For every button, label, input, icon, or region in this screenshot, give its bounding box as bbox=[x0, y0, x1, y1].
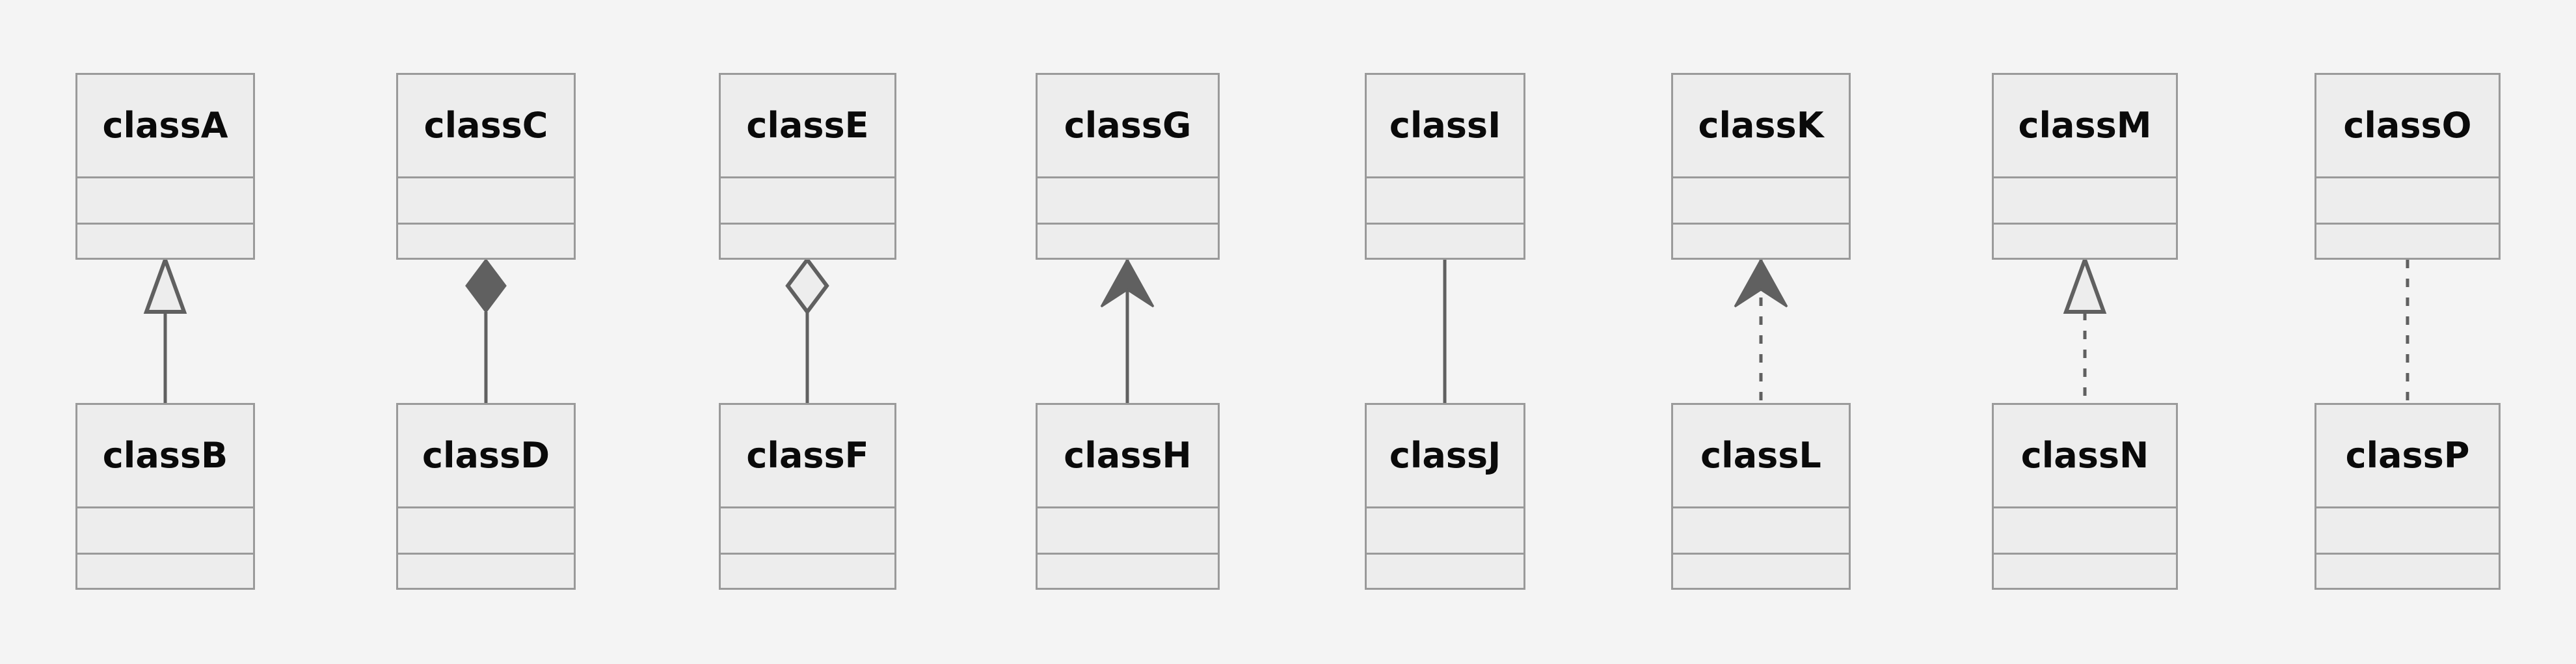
class-name-compartment: classJ bbox=[1367, 405, 1523, 508]
class-name-compartment: classM bbox=[1994, 75, 2176, 178]
class-attributes-compartment bbox=[1367, 178, 1523, 225]
class-operations-compartment bbox=[1673, 555, 1849, 588]
class-attributes-compartment bbox=[721, 508, 894, 555]
class-attributes-compartment bbox=[77, 508, 253, 555]
class-attributes-compartment bbox=[398, 508, 574, 555]
uml-class-box-classd[interactable]: classD bbox=[396, 403, 576, 590]
uml-class-box-classh[interactable]: classH bbox=[1036, 403, 1220, 590]
class-attributes-compartment bbox=[1673, 508, 1849, 555]
uml-class-box-classp[interactable]: classP bbox=[2314, 403, 2501, 590]
class-name-label-classj: classJ bbox=[1389, 435, 1501, 476]
class-name-label-classh: classH bbox=[1064, 435, 1192, 476]
class-operations-compartment bbox=[2316, 225, 2499, 258]
class-name-label-classi: classI bbox=[1389, 105, 1501, 146]
class-attributes-compartment bbox=[398, 178, 574, 225]
class-name-compartment: classD bbox=[398, 405, 574, 508]
class-name-compartment: classK bbox=[1673, 75, 1849, 178]
class-attributes-compartment bbox=[2316, 508, 2499, 555]
class-attributes-compartment bbox=[1673, 178, 1849, 225]
uml-class-box-classj[interactable]: classJ bbox=[1365, 403, 1525, 590]
filled-arrow-marker-icon bbox=[1734, 257, 1788, 308]
uml-class-box-classl[interactable]: classL bbox=[1671, 403, 1851, 590]
uml-class-box-classb[interactable]: classB bbox=[75, 403, 255, 590]
hollow-diamond-marker-icon bbox=[785, 256, 829, 315]
uml-class-box-classc[interactable]: classC bbox=[396, 73, 576, 260]
class-name-label-classe: classE bbox=[746, 105, 869, 146]
uml-class-box-classf[interactable]: classF bbox=[719, 403, 896, 590]
class-name-label-classk: classK bbox=[1698, 105, 1824, 146]
class-name-label-classo: classO bbox=[2343, 105, 2472, 146]
class-name-compartment: classC bbox=[398, 75, 574, 178]
class-operations-compartment bbox=[1038, 555, 1218, 588]
class-attributes-compartment bbox=[721, 178, 894, 225]
class-operations-compartment bbox=[2316, 555, 2499, 588]
class-operations-compartment bbox=[721, 555, 894, 588]
class-name-label-classp: classP bbox=[2345, 435, 2470, 476]
class-name-label-classd: classD bbox=[422, 435, 550, 476]
class-name-label-classg: classG bbox=[1064, 105, 1192, 146]
class-operations-compartment bbox=[1038, 225, 1218, 258]
class-attributes-compartment bbox=[1038, 508, 1218, 555]
hollow-triangle-marker-icon bbox=[143, 254, 187, 314]
class-name-compartment: classE bbox=[721, 75, 894, 178]
class-name-label-classl: classL bbox=[1700, 435, 1821, 476]
uml-class-box-classm[interactable]: classM bbox=[1992, 73, 2178, 260]
class-name-compartment: classP bbox=[2316, 405, 2499, 508]
class-operations-compartment bbox=[398, 225, 574, 258]
class-name-compartment: classB bbox=[77, 405, 253, 508]
uml-class-box-classg[interactable]: classG bbox=[1036, 73, 1220, 260]
class-name-label-classn: classN bbox=[2020, 435, 2149, 476]
class-name-label-classa: classA bbox=[102, 105, 228, 146]
uml-class-box-classa[interactable]: classA bbox=[75, 73, 255, 260]
class-name-compartment: classF bbox=[721, 405, 894, 508]
uml-class-box-classn[interactable]: classN bbox=[1992, 403, 2178, 590]
filled-diamond-marker-icon bbox=[465, 258, 507, 314]
class-name-compartment: classO bbox=[2316, 75, 2499, 178]
class-attributes-compartment bbox=[2316, 178, 2499, 225]
class-name-label-classm: classM bbox=[2018, 105, 2152, 146]
class-name-compartment: classG bbox=[1038, 75, 1218, 178]
class-attributes-compartment bbox=[1367, 508, 1523, 555]
class-name-label-classf: classF bbox=[746, 435, 869, 476]
class-name-compartment: classH bbox=[1038, 405, 1218, 508]
uml-class-box-classi[interactable]: classI bbox=[1365, 73, 1525, 260]
uml-class-box-classe[interactable]: classE bbox=[719, 73, 896, 260]
class-operations-compartment bbox=[77, 225, 253, 258]
uml-class-box-classk[interactable]: classK bbox=[1671, 73, 1851, 260]
class-attributes-compartment bbox=[1994, 508, 2176, 555]
class-name-compartment: classL bbox=[1673, 405, 1849, 508]
class-operations-compartment bbox=[77, 555, 253, 588]
filled-arrow-marker-icon bbox=[1100, 257, 1155, 308]
class-operations-compartment bbox=[1367, 225, 1523, 258]
class-operations-compartment bbox=[1367, 555, 1523, 588]
class-operations-compartment bbox=[1994, 555, 2176, 588]
uml-class-box-classo[interactable]: classO bbox=[2314, 73, 2501, 260]
class-name-compartment: classN bbox=[1994, 405, 2176, 508]
class-attributes-compartment bbox=[1994, 178, 2176, 225]
class-operations-compartment bbox=[1994, 225, 2176, 258]
class-name-compartment: classI bbox=[1367, 75, 1523, 178]
class-name-compartment: classA bbox=[77, 75, 253, 178]
hollow-triangle-marker-icon bbox=[2063, 254, 2107, 314]
class-operations-compartment bbox=[1673, 225, 1849, 258]
class-attributes-compartment bbox=[1038, 178, 1218, 225]
class-attributes-compartment bbox=[77, 178, 253, 225]
class-operations-compartment bbox=[398, 555, 574, 588]
class-name-label-classb: classB bbox=[102, 435, 228, 476]
class-name-label-classc: classC bbox=[423, 105, 548, 146]
class-operations-compartment bbox=[721, 225, 894, 258]
